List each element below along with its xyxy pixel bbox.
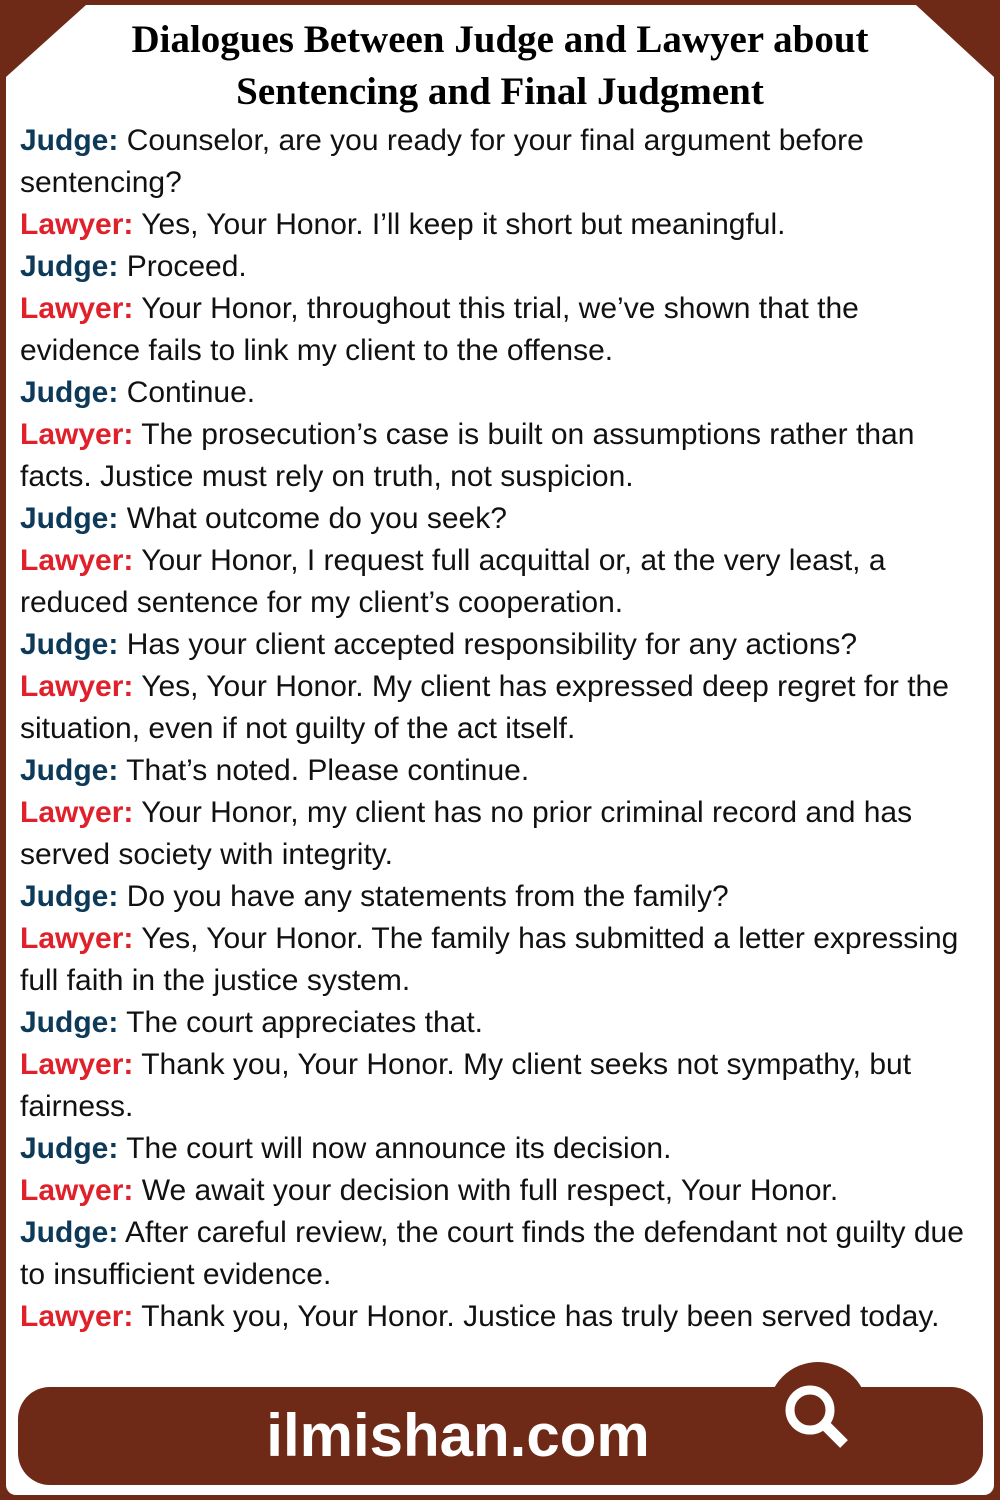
dialogue-text: Your Honor, my client has no prior crimi… — [20, 796, 913, 871]
dialogue-text: Yes, Your Honor. The family has submitte… — [20, 922, 959, 997]
speaker-label: Judge: — [20, 1132, 119, 1165]
dialogue-text: What outcome do you seek? — [126, 502, 507, 535]
dialogue-line: Lawyer: Your Honor, throughout this tria… — [20, 288, 982, 372]
dialogue-text: The court appreciates that. — [126, 1006, 484, 1039]
speaker-label: Lawyer: — [20, 670, 134, 703]
dialogue-line: Judge: What outcome do you seek? — [20, 498, 982, 540]
dialogue-line: Judge: Counselor, are you ready for your… — [20, 120, 982, 204]
speaker-label: Judge: — [20, 754, 119, 787]
speaker-label: Lawyer: — [20, 418, 134, 451]
dialogue-text: Yes, Your Honor. I’ll keep it short but … — [141, 208, 786, 241]
speaker-label: Lawyer: — [20, 922, 134, 955]
speaker-label: Judge: — [20, 880, 119, 913]
speaker-label: Judge: — [20, 502, 119, 535]
dialogue-list: Judge: Counselor, are you ready for your… — [20, 120, 982, 1338]
dialogue-line: Judge: Do you have any statements from t… — [20, 876, 982, 918]
speaker-label: Judge: — [20, 124, 119, 157]
dialogue-line: Judge: After careful review, the court f… — [20, 1212, 982, 1296]
content-panel — [6, 5, 994, 1495]
speaker-label: Judge: — [20, 628, 119, 661]
dialogue-line: Lawyer: Yes, Your Honor. The family has … — [20, 918, 982, 1002]
dialogue-line: Judge: Proceed. — [20, 246, 982, 288]
speaker-label: Lawyer: — [20, 292, 134, 325]
dialogue-text: The prosecution’s case is built on assum… — [20, 418, 915, 493]
dialogue-line: Judge: Continue. — [20, 372, 982, 414]
speaker-label: Judge: — [20, 1216, 119, 1249]
dialogue-line: Lawyer: We await your decision with full… — [20, 1170, 982, 1212]
dialogue-text: Proceed. — [126, 250, 247, 283]
title-line: Sentencing and Final Judgment — [236, 70, 764, 113]
dialogue-text: Thank you, Your Honor. Justice has truly… — [141, 1300, 940, 1333]
dialogue-line: Judge: The court appreciates that. — [20, 1002, 982, 1044]
dialogue-line: Lawyer: The prosecution’s case is built … — [20, 414, 982, 498]
dialogue-line: Judge: Has your client accepted responsi… — [20, 624, 982, 666]
speaker-label: Lawyer: — [20, 208, 134, 241]
dialogue-text: Your Honor, throughout this trial, we’ve… — [20, 292, 859, 367]
search-icon — [785, 1385, 848, 1448]
dialogue-line: Lawyer: Thank you, Your Honor. Justice h… — [20, 1296, 982, 1338]
dialogue-text: Thank you, Your Honor. My client seeks n… — [20, 1048, 912, 1123]
dialogue-text: The court will now announce its decision… — [126, 1132, 672, 1165]
speaker-label: Judge: — [20, 376, 119, 409]
speaker-label: Lawyer: — [20, 1174, 134, 1207]
dialogue-text: Has your client accepted responsibility … — [126, 628, 858, 661]
speaker-label: Lawyer: — [20, 544, 134, 577]
speaker-label: Lawyer: — [20, 1300, 134, 1333]
website-url[interactable]: ilmishan.com — [266, 1402, 650, 1469]
dialogue-text: Counselor, are you ready for your final … — [20, 124, 864, 199]
dialogue-line: Lawyer: Your Honor, I request full acqui… — [20, 540, 982, 624]
dialogue-text: Yes, Your Honor. My client has expressed… — [20, 670, 949, 745]
speaker-label: Lawyer: — [20, 796, 134, 829]
dialogue-line: Lawyer: Yes, Your Honor. My client has e… — [20, 666, 982, 750]
dialogue-line: Lawyer: Your Honor, my client has no pri… — [20, 792, 982, 876]
footer-bump — [768, 1362, 868, 1462]
dialogue-line: Lawyer: Yes, Your Honor. I’ll keep it sh… — [20, 204, 982, 246]
dialogue-text: We await your decision with full respect… — [141, 1174, 839, 1207]
speaker-label: Judge: — [20, 1006, 119, 1039]
dialogue-text: That’s noted. Please continue. — [126, 754, 530, 787]
dialogue-text: After careful review, the court finds th… — [20, 1216, 964, 1291]
dialogue-line: Judge: That’s noted. Please continue. — [20, 750, 982, 792]
dialogue-text: Your Honor, I request full acquittal or,… — [20, 544, 886, 619]
title-line: Dialogues Between Judge and Lawyer about — [131, 18, 869, 61]
speaker-label: Lawyer: — [20, 1048, 134, 1081]
dialogue-text: Continue. — [126, 376, 256, 409]
page-title: Dialogues Between Judge and Lawyer about… — [0, 14, 1000, 118]
speaker-label: Judge: — [20, 250, 119, 283]
dialogue-line: Judge: The court will now announce its d… — [20, 1128, 982, 1170]
dialogue-line: Lawyer: Thank you, Your Honor. My client… — [20, 1044, 982, 1128]
dialogue-text: Do you have any statements from the fami… — [126, 880, 729, 913]
